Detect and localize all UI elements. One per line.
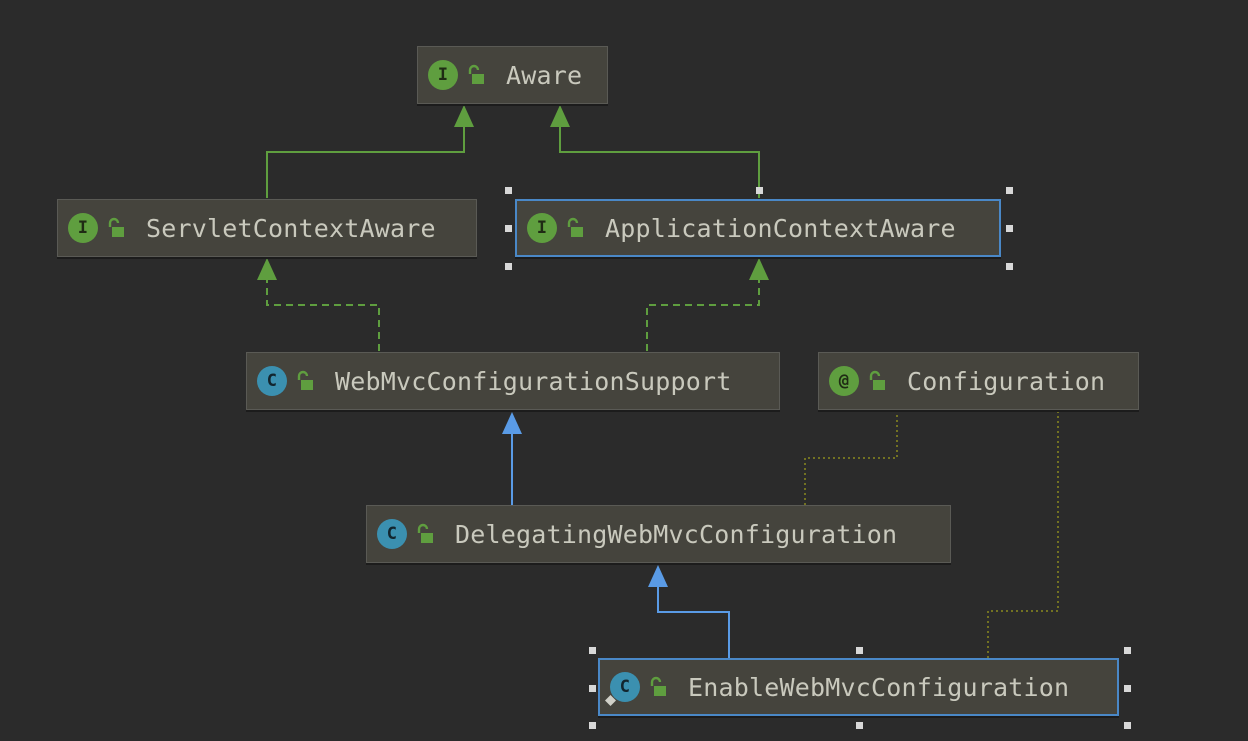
public-lock-icon <box>650 676 666 696</box>
edge-support-to-servlet <box>266 275 380 351</box>
arrowhead-support-to-servlet <box>257 258 277 280</box>
arrowhead-appctx-to-aware <box>550 105 570 127</box>
arrowhead-support-to-appctx <box>749 258 769 280</box>
resize-handle[interactable] <box>1006 263 1013 270</box>
annotation-icon: @ <box>829 366 859 396</box>
resize-handle[interactable] <box>589 647 596 654</box>
edge-enable-to-configuration <box>987 411 1059 658</box>
node-configuration[interactable]: @ Configuration <box>818 352 1139 410</box>
public-lock-icon <box>869 370 885 390</box>
static-diamond-icon <box>605 695 616 706</box>
resize-handle[interactable] <box>856 722 863 729</box>
node-label: Aware <box>506 60 583 90</box>
edge-servlet-to-aware <box>266 122 465 198</box>
arrowhead-servlet-to-aware <box>454 105 474 127</box>
resize-handle[interactable] <box>1006 225 1013 232</box>
node-application-context-aware[interactable]: I ApplicationContextAware <box>515 199 1001 257</box>
interface-icon: I <box>68 213 98 243</box>
node-delegating-web-mvc-configuration[interactable]: C DelegatingWebMvcConfiguration <box>366 505 951 563</box>
resize-handle[interactable] <box>1124 722 1131 729</box>
node-label: WebMvcConfigurationSupport <box>335 366 732 396</box>
arrowhead-enable-to-delegating <box>648 565 668 587</box>
node-label: DelegatingWebMvcConfiguration <box>455 519 898 549</box>
node-web-mvc-configuration-support[interactable]: C WebMvcConfigurationSupport <box>246 352 780 410</box>
node-label: ServletContextAware <box>146 213 436 243</box>
public-lock-icon <box>417 523 433 543</box>
interface-icon: I <box>527 213 557 243</box>
node-aware[interactable]: I Aware <box>417 46 608 104</box>
edge-enable-to-delegating <box>657 583 730 658</box>
node-label: EnableWebMvcConfiguration <box>688 672 1070 702</box>
resize-handle[interactable] <box>1124 647 1131 654</box>
resize-handle[interactable] <box>505 225 512 232</box>
class-icon: C <box>605 672 640 706</box>
edge-appctx-to-aware <box>559 122 760 198</box>
arrowhead-delegating-to-support <box>502 412 522 434</box>
edge-delegating-to-configuration <box>804 411 898 505</box>
public-lock-icon <box>297 370 313 390</box>
resize-handle[interactable] <box>756 187 763 194</box>
interface-icon: I <box>428 60 458 90</box>
public-lock-icon <box>567 217 583 237</box>
node-enable-web-mvc-configuration[interactable]: C EnableWebMvcConfiguration <box>598 658 1119 716</box>
resize-handle[interactable] <box>589 722 596 729</box>
node-label: Configuration <box>907 366 1106 396</box>
resize-handle[interactable] <box>505 263 512 270</box>
resize-handle[interactable] <box>1124 685 1131 692</box>
resize-handle[interactable] <box>856 647 863 654</box>
node-servlet-context-aware[interactable]: I ServletContextAware <box>57 199 477 257</box>
resize-handle[interactable] <box>505 187 512 194</box>
class-icon: C <box>257 366 287 396</box>
public-lock-icon <box>468 64 484 84</box>
public-lock-icon <box>108 217 124 237</box>
resize-handle[interactable] <box>589 685 596 692</box>
node-label: ApplicationContextAware <box>605 213 956 243</box>
resize-handle[interactable] <box>1006 187 1013 194</box>
class-icon: C <box>377 519 407 549</box>
edge-support-to-appctx <box>646 275 760 351</box>
